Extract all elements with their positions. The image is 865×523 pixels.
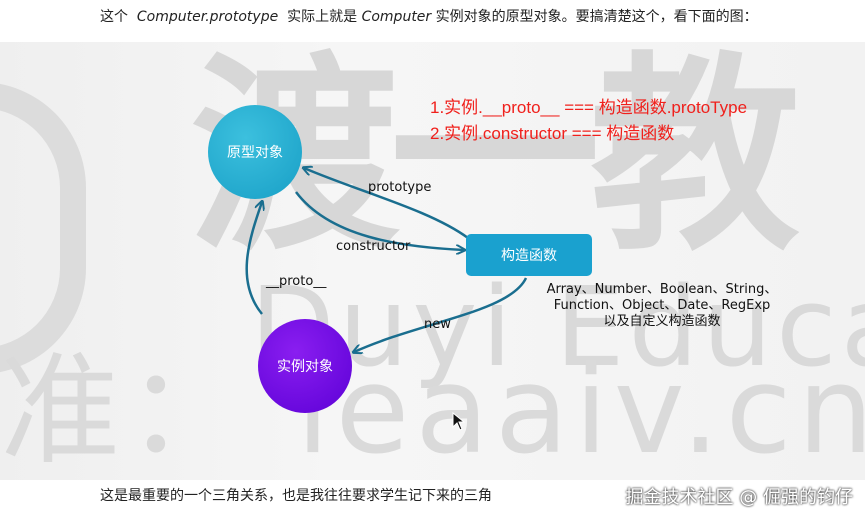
watermark-url: 准： leaaiv.cn <box>0 342 865 480</box>
mouse-cursor-icon <box>452 412 466 431</box>
intro-middle: 实际上就是 <box>287 9 358 25</box>
code-computer-prototype: Computer.prototype <box>136 9 279 25</box>
types-line-2: Function、Object、Date、RegExp <box>553 298 771 313</box>
constructor-node: 构造函数 <box>466 234 592 276</box>
watermark-english: Duyi Educat <box>250 263 865 391</box>
intro-suffix: 实例对象的原型对象。要搞清楚这个，看下面的图： <box>435 9 758 25</box>
constructor-arrow <box>295 191 464 250</box>
new-label: new <box>424 317 451 332</box>
builtin-constructors-list: Array、Number、Boolean、String、 Function、Ob… <box>532 282 792 330</box>
constructor-label: constructor <box>336 239 411 254</box>
intro-prefix: 这个 <box>100 9 128 25</box>
summary-paragraph: 这是最重要的一个三角关系，也是我往往要求学生记下来的三角 <box>100 488 492 504</box>
rule-1: 1.实例.__proto__ === 构造函数.protoType <box>430 98 748 117</box>
prototype-arrow <box>304 168 469 240</box>
prototype-label: prototype <box>368 180 432 195</box>
rule-2: 2.实例.constructor === 构造函数 <box>430 124 675 143</box>
diagram-slide: 渡一教 Duyi Educat 准： leaaiv.cn 原型对象 构造函数 实… <box>0 42 865 480</box>
types-line-3: 以及自定义构造函数 <box>603 314 721 329</box>
instance-object-node: 实例对象 <box>258 319 352 413</box>
proto-label: __proto__ <box>266 274 327 289</box>
prototype-object-node: 原型对象 <box>208 105 302 199</box>
intro-paragraph: 这个 Computer.prototype 实际上就是 Computer 实例对… <box>100 7 860 27</box>
source-watermark: 掘金技术社区 @ 倔强的钧仔 <box>625 487 853 508</box>
relationship-arrows <box>245 42 528 480</box>
new-arrow <box>354 277 528 352</box>
code-computer: Computer <box>361 9 432 25</box>
types-line-1: Array、Number、Boolean、String、 <box>546 282 778 297</box>
proto-arrow <box>245 202 262 315</box>
